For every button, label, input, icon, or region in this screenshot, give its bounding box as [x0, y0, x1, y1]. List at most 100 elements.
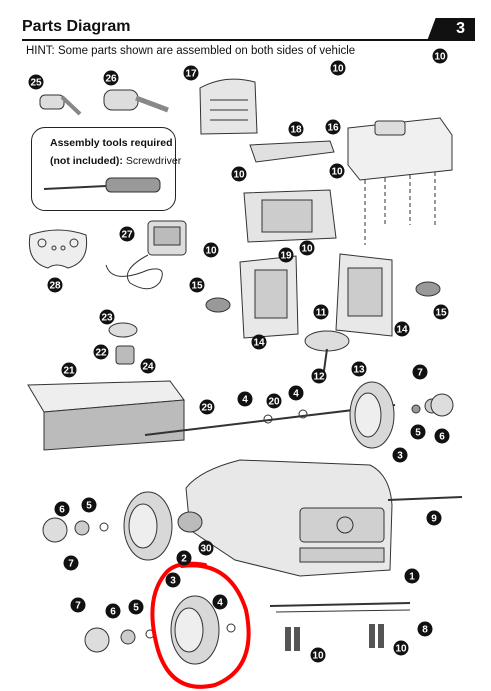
- rear-wheel-upper-icon: [349, 381, 395, 449]
- bushing-4a-icon: [263, 414, 273, 424]
- callout-badge-10: [231, 166, 247, 182]
- callout-label-4: 4: [293, 389, 299, 400]
- callout-badge-21: [61, 362, 77, 378]
- handle-left-icon: [205, 297, 231, 313]
- callout-label-7: 7: [68, 559, 74, 570]
- callout-label-9: 9: [431, 514, 437, 525]
- steering-wheel-icon: [304, 330, 350, 379]
- callout-badge-10: [329, 163, 345, 179]
- callout-badge-5: [410, 424, 426, 440]
- callout-badge-4: [212, 594, 228, 610]
- callout-badge-6: [54, 501, 70, 517]
- callout-badge-23: [99, 309, 115, 325]
- callout-badge-30: [198, 540, 214, 556]
- callout-label-12: 12: [313, 372, 325, 383]
- tools-not-included-label: (not included): Screwdriver: [50, 155, 181, 167]
- callout-badge-29: [199, 399, 215, 415]
- bushing-lower-4-icon: [226, 623, 236, 633]
- callout-badge-10: [310, 647, 326, 663]
- page-number: 3: [456, 20, 465, 37]
- callout-badge-5: [128, 599, 144, 615]
- callout-label-15: 15: [191, 281, 203, 292]
- callout-badge-7: [412, 364, 428, 380]
- hubcap-left-6-icon: [74, 520, 90, 536]
- callout-badge-14: [251, 334, 267, 350]
- callout-badge-7: [70, 597, 86, 613]
- horn-cap-icon: [108, 322, 138, 338]
- callout-label-10: 10: [233, 170, 245, 181]
- callout-label-4: 4: [217, 598, 223, 609]
- car-body-icon: [185, 459, 393, 577]
- callout-label-4: 4: [242, 395, 248, 406]
- callout-label-11: 11: [316, 308, 327, 319]
- callout-badge-15: [433, 304, 449, 320]
- callout-badge-4: [237, 391, 253, 407]
- washer-5-icon: [411, 404, 421, 414]
- callout-badge-19: [278, 247, 294, 263]
- side-frame-right-icon: [335, 253, 393, 337]
- callout-label-5: 5: [133, 603, 139, 614]
- callout-label-28: 28: [49, 281, 61, 292]
- callout-badge-12: [311, 368, 327, 384]
- not-included-text: (not included):: [50, 155, 123, 167]
- callout-label-15: 15: [435, 308, 447, 319]
- callout-label-5: 5: [415, 428, 421, 439]
- seat-cushion-icon: [249, 140, 335, 163]
- callout-label-7: 7: [417, 368, 423, 379]
- callout-label-16: 16: [327, 123, 339, 134]
- callout-label-6: 6: [59, 505, 65, 516]
- callout-label-14: 14: [396, 325, 408, 336]
- callout-badge-1: [404, 568, 420, 584]
- callout-badge-6: [434, 428, 450, 444]
- callout-badge-11: [313, 304, 329, 320]
- callout-label-29: 29: [201, 403, 213, 414]
- seat-back-icon: [199, 78, 258, 135]
- trunk-tray-icon: [27, 380, 185, 451]
- callout-badge-3: [165, 572, 181, 588]
- callout-label-3: 3: [397, 451, 403, 462]
- assembly-tools-box: Assembly tools required (not included): …: [31, 127, 181, 211]
- page-number-tab: [427, 18, 475, 41]
- tools-required-label: Assembly tools required: [50, 137, 173, 149]
- remote-control-icon: [28, 229, 88, 269]
- hubcap-left-7-icon: [42, 517, 68, 543]
- callout-label-14: 14: [253, 338, 265, 349]
- callout-badge-26: [103, 70, 119, 86]
- wrench-25-icon: [39, 94, 82, 116]
- callout-label-7: 7: [75, 601, 81, 612]
- callout-badge-7: [63, 555, 79, 571]
- red-highlight-circle: [150, 561, 251, 689]
- callout-label-13: 13: [353, 365, 365, 376]
- page-header: Parts Diagram 3: [22, 18, 475, 42]
- callout-label-23: 23: [101, 313, 113, 324]
- callout-label-10: 10: [395, 644, 407, 655]
- page-title: Parts Diagram: [22, 18, 131, 35]
- handle-right-icon: [415, 281, 441, 297]
- callout-badge-10: [203, 242, 219, 258]
- callout-label-27: 27: [121, 230, 133, 241]
- callout-label-19: 19: [280, 251, 292, 262]
- callout-label-3: 3: [170, 576, 176, 587]
- callout-label-30: 30: [200, 544, 212, 555]
- callout-badge-10: [330, 60, 346, 76]
- callout-badge-9: [426, 510, 442, 526]
- callout-badge-20: [266, 393, 282, 409]
- callout-badge-13: [351, 361, 367, 377]
- callout-badge-10: [432, 48, 448, 64]
- callout-badge-15: [189, 277, 205, 293]
- hubcap-lower-7-icon: [84, 627, 110, 653]
- callout-badge-17: [183, 65, 199, 81]
- callout-label-2: 2: [181, 554, 187, 565]
- side-frame-left-icon: [239, 255, 299, 339]
- callout-label-17: 17: [185, 69, 197, 80]
- callout-label-1: 1: [409, 572, 415, 583]
- screwdriver-text: Screwdriver: [122, 155, 182, 167]
- callout-badge-4: [288, 385, 304, 401]
- motor-30-icon: [177, 511, 203, 533]
- callout-badge-18: [288, 121, 304, 137]
- front-axle-assembly-icon: [269, 602, 411, 613]
- callout-label-10: 10: [301, 244, 313, 255]
- callout-label-25: 25: [30, 78, 42, 89]
- callout-badge-10: [299, 240, 315, 256]
